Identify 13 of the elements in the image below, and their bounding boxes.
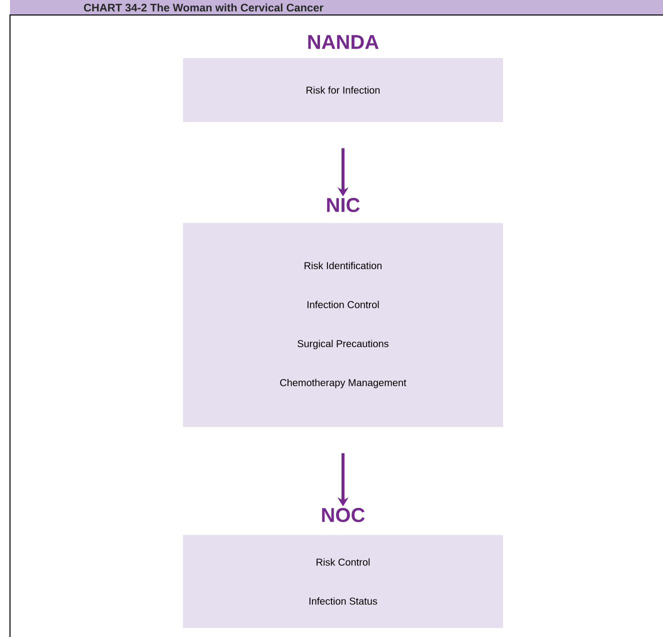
node-label: Infection Control (308, 300, 379, 308)
text-box: Risk for Infection (183, 58, 503, 122)
node-label: Surgical Precautions (298, 340, 388, 350)
node-label: Infection Status (309, 597, 378, 605)
node-label: Chemotherapy Management (280, 378, 406, 388)
heading: NANDA (308, 35, 379, 49)
node-label: Risk Control (316, 558, 370, 566)
heading: NOC (322, 508, 365, 522)
node-label: Risk Identification (304, 262, 382, 270)
text-box: Risk Identification Infection Control Surgical Precautions Chemotherapy Management (183, 223, 503, 427)
text-box: Risk Control Infection Status (183, 535, 503, 628)
heading: NIC (327, 198, 360, 212)
title-bar: CHART 34-2 The Woman with Cervical Cancer (10, 0, 663, 15)
